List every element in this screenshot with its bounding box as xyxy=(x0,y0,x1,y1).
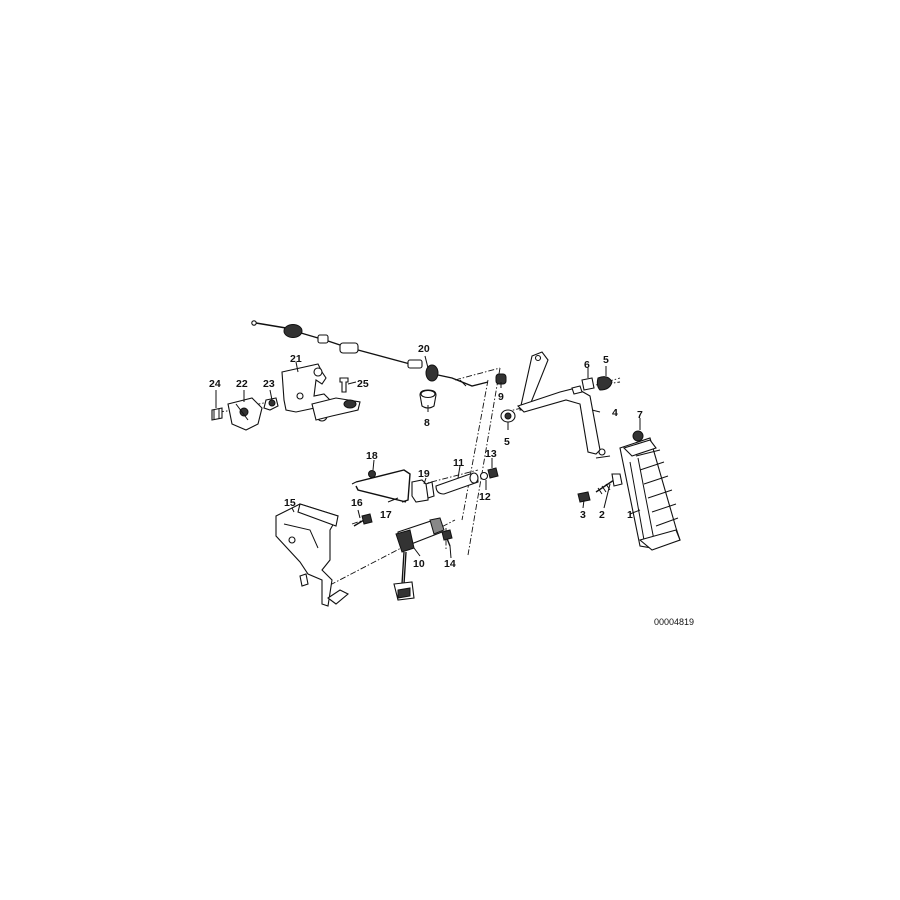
callout-label: 8 xyxy=(424,417,430,429)
parts-6-5 xyxy=(581,376,613,391)
callout-label: 17 xyxy=(380,509,392,521)
bracket-21 xyxy=(281,363,361,422)
callout-label: 5 xyxy=(603,354,609,366)
accelerator-pedal-1 xyxy=(619,430,681,551)
callout-label: 22 xyxy=(236,378,248,390)
callout-label: 21 xyxy=(290,353,302,365)
callout-label: 11 xyxy=(453,457,464,469)
callout-label: 6 xyxy=(584,359,590,371)
leader-lines xyxy=(215,355,641,559)
diagram-reference-number: 00004819 xyxy=(654,617,694,627)
callout-label: 18 xyxy=(366,450,378,462)
callout-label: 1 xyxy=(627,509,633,521)
bolt-2-nut-3 xyxy=(577,473,623,503)
callout-label: 24 xyxy=(209,378,221,390)
bushings-9-5 xyxy=(495,373,516,423)
bushing-8 xyxy=(419,389,437,409)
callout-label: 5 xyxy=(504,436,510,448)
callout-labels: 1 2 3 4 5 5 6 7 8 9 10 11 12 13 14 15 16… xyxy=(209,343,643,570)
callout-label: 15 xyxy=(284,497,296,509)
callout-label: 14 xyxy=(444,558,456,570)
heel-plate-15 xyxy=(275,503,373,607)
callout-label: 20 xyxy=(418,343,430,355)
callout-label: 7 xyxy=(637,409,643,421)
callout-label: 25 xyxy=(357,378,369,390)
rod-17 xyxy=(351,469,411,503)
callout-label: 9 xyxy=(498,391,504,403)
parts-22-25 xyxy=(211,377,349,431)
callout-label: 16 xyxy=(351,497,363,509)
callout-label: 2 xyxy=(599,509,605,521)
callout-label: 19 xyxy=(418,468,430,480)
callout-label: 23 xyxy=(263,378,275,390)
callout-label: 10 xyxy=(413,558,425,570)
callout-label: 12 xyxy=(479,491,491,503)
callout-label: 13 xyxy=(485,448,497,460)
callout-label: 3 xyxy=(580,509,586,521)
throttle-cable xyxy=(251,320,489,387)
callout-label: 4 xyxy=(612,407,618,419)
pedal-lever-4 xyxy=(516,351,611,459)
parts-19-11-12-13 xyxy=(411,467,499,503)
